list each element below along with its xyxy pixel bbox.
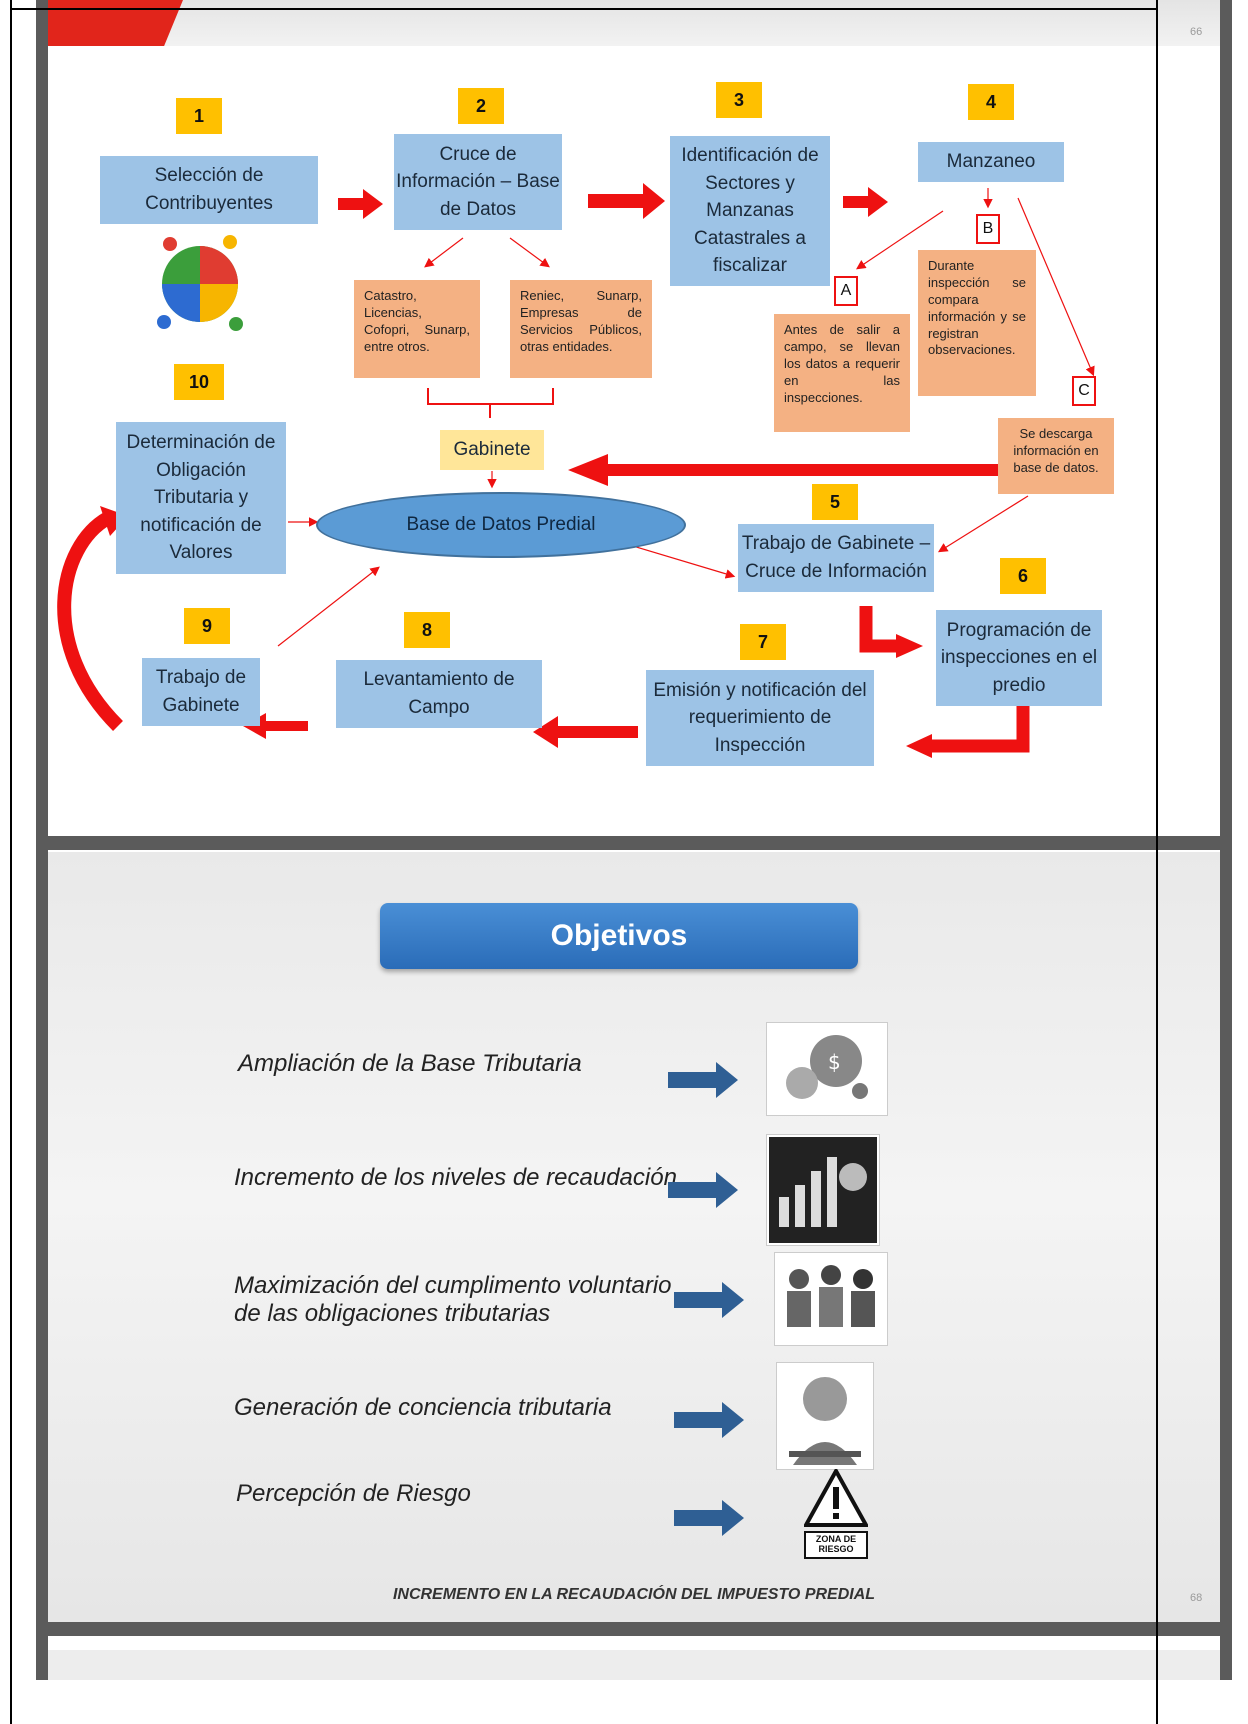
note-a-label: A <box>834 276 858 306</box>
step-number-5: 5 <box>812 484 858 520</box>
gabinete-label: Gabinete <box>440 430 544 470</box>
puzzle-people-icon <box>150 224 250 339</box>
page-number-top: 66 <box>1190 26 1203 38</box>
left-dark-bar <box>36 0 48 1680</box>
objective-5-text: Percepción de Riesgo <box>236 1480 471 1507</box>
step-8-box: Levantamiento de Campo <box>336 660 542 728</box>
objective-1-arrow-icon <box>668 1062 738 1098</box>
objective-3-text: Maximización del cumplimento voluntario … <box>234 1272 672 1327</box>
step-4-box: Manzaneo <box>918 142 1064 182</box>
step-9-box: Trabajo de Gabinete <box>142 658 260 726</box>
step-number-7: 7 <box>740 624 786 660</box>
objectives-title: Objetivos <box>380 903 858 969</box>
objective-4-text: Generación de conciencia tributaria <box>234 1394 612 1421</box>
top-strip <box>48 0 1220 46</box>
objective-1-text: Ampliación de la Base Tributaria <box>238 1050 582 1077</box>
objective-2-text: Incremento de los niveles de recaudación <box>234 1164 677 1191</box>
step-number-1: 1 <box>176 98 222 134</box>
objective-4-arrow-icon <box>674 1402 744 1438</box>
right-frame-line <box>1156 0 1158 1724</box>
growth-chart-people-icon <box>766 1134 880 1246</box>
sources-left-box: Catastro, Licencias, Cofopri, Sunarp, en… <box>354 280 480 378</box>
objective-3-arrow-icon <box>674 1282 744 1318</box>
left-frame-line <box>10 0 12 1724</box>
note-a-box: Antes de salir a campo, se llevan los da… <box>774 314 910 432</box>
objective-2-arrow-icon <box>668 1172 738 1208</box>
warning-sign-icon: ZONA DE RIESGO <box>800 1466 872 1562</box>
top-frame-line <box>10 8 1158 10</box>
step-number-2: 2 <box>458 88 504 124</box>
step-number-10: 10 <box>174 364 224 400</box>
process-flow-slide: 1 Selección de Contribuyentes 2 Cruce de… <box>48 46 1220 850</box>
warning-sign-label: ZONA DE RIESGO <box>804 1531 868 1559</box>
step-number-9: 9 <box>184 608 230 644</box>
objectives-slide: Objetivos Ampliación de la Base Tributar… <box>48 852 1220 1636</box>
note-c-box: Se descarga información en base de datos… <box>998 418 1114 494</box>
step-1-box: Selección de Contribuyentes <box>100 156 318 224</box>
note-b-label: B <box>976 214 1000 244</box>
step-10-box: Determinación de Obligación Tributaria y… <box>116 422 286 574</box>
red-brand-tab <box>48 0 183 46</box>
step-5-box: Trabajo de Gabinete – Cruce de Informaci… <box>738 524 934 592</box>
note-b-box: Durante inspección se compara informació… <box>918 250 1036 396</box>
objective-5-arrow-icon <box>674 1500 744 1536</box>
flow-arrows <box>57 183 1095 758</box>
page-number-bottom: 68 <box>1190 1592 1203 1604</box>
step-2-box: Cruce de Información – Base de Datos <box>394 134 562 230</box>
step-6-box: Programación de inspecciones en el predi… <box>936 610 1102 706</box>
step-number-3: 3 <box>716 82 762 118</box>
thinking-person-icon <box>776 1362 874 1470</box>
database-ellipse: Base de Datos Predial <box>316 492 686 558</box>
next-slide-stub <box>48 1650 1220 1680</box>
meeting-people-icon <box>774 1252 888 1346</box>
note-c-label: C <box>1072 376 1096 406</box>
step-number-4: 4 <box>968 84 1014 120</box>
money-spheres-icon: $ <box>766 1022 888 1116</box>
sources-right-box: Reniec, Sunarp, Empresas de Servicios Pú… <box>510 280 652 378</box>
step-7-box: Emisión y notificación del requerimiento… <box>646 670 874 766</box>
step-3-box: Identificación de Sectores y Manzanas Ca… <box>670 136 830 286</box>
step-number-8: 8 <box>404 612 450 648</box>
step-number-6: 6 <box>1000 558 1046 594</box>
slide-footer: INCREMENTO EN LA RECAUDACIÓN DEL IMPUEST… <box>392 1586 876 1603</box>
svg-text:$: $ <box>828 1050 841 1074</box>
right-dark-bar <box>1220 0 1232 1680</box>
